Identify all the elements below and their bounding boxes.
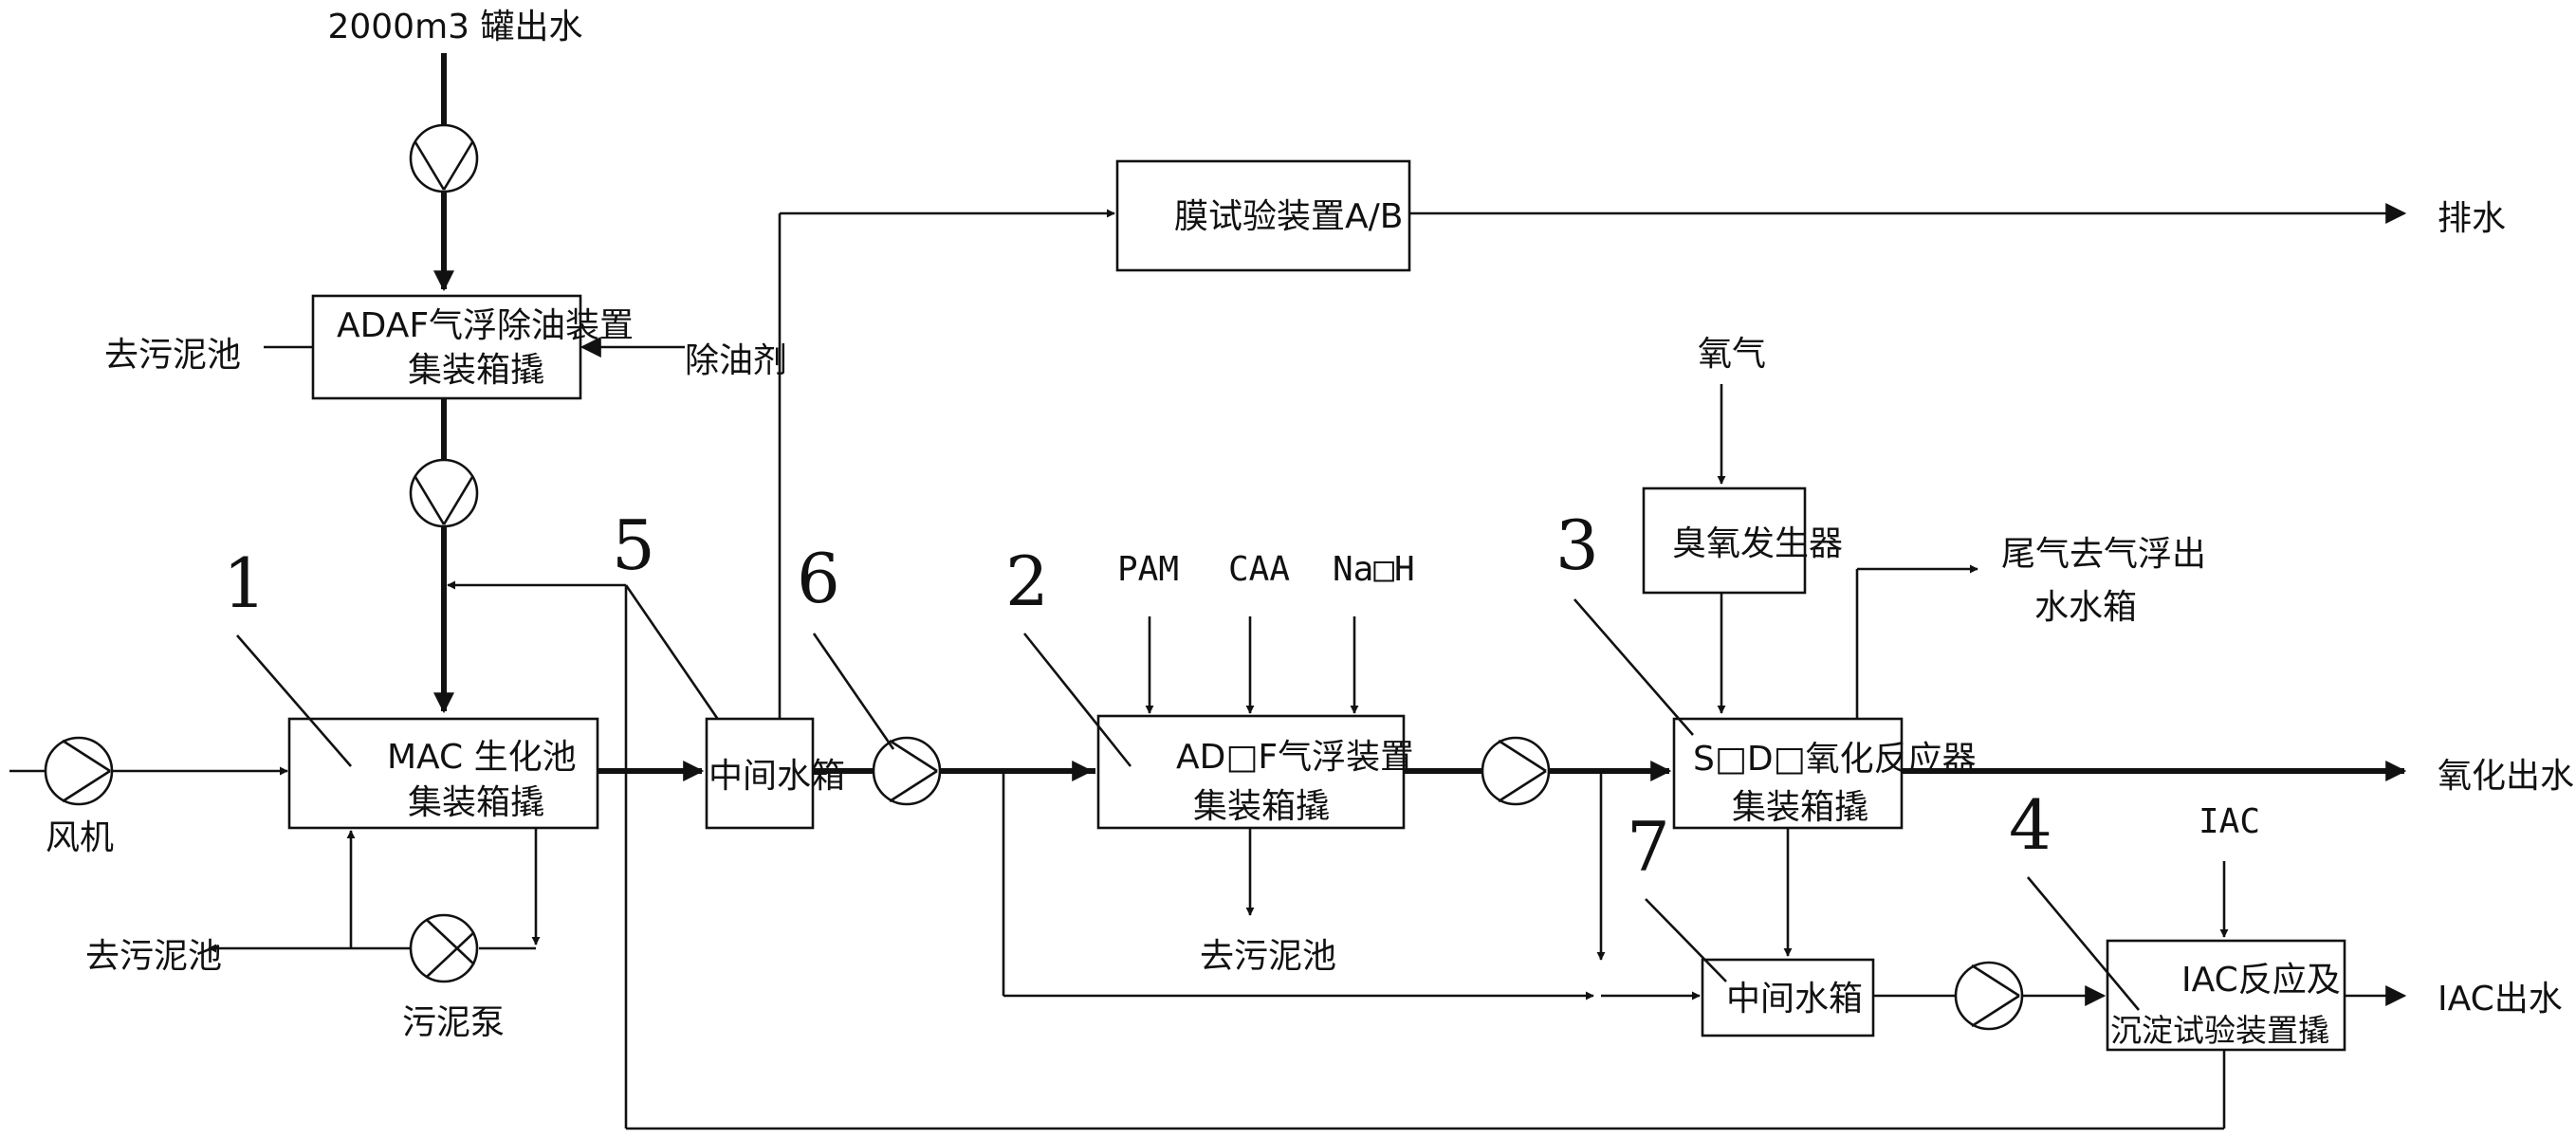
mac-label-line1: MAC 生化池 bbox=[387, 738, 577, 777]
sludge-pump-icon bbox=[409, 913, 479, 983]
caa-label: CAA bbox=[1228, 550, 1290, 589]
membrane-label: 膜试验装置A/B bbox=[1174, 197, 1403, 236]
iac-outlet-label: IAC出水 bbox=[2438, 980, 2563, 1019]
adof-label-line2: 集装箱撬 bbox=[1193, 787, 1330, 826]
leader-6 bbox=[812, 633, 895, 750]
discharge-label: 排水 bbox=[2438, 199, 2506, 238]
fan-label: 风机 bbox=[46, 818, 114, 857]
fan-icon bbox=[44, 736, 114, 806]
leader-4 bbox=[2027, 876, 2140, 1011]
sodo-unit bbox=[1672, 717, 1904, 830]
number-4: 4 bbox=[2009, 785, 2052, 865]
number-1: 1 bbox=[223, 543, 267, 623]
number-3: 3 bbox=[1555, 505, 1599, 585]
adof-pump-icon bbox=[1481, 736, 1551, 806]
oil-remover-label: 除油剂 bbox=[685, 341, 787, 380]
sludge-pool-label-1: 去污泥池 bbox=[104, 336, 241, 375]
sludge-pump-label: 污泥泵 bbox=[402, 1003, 505, 1042]
mid-tank-1 bbox=[705, 717, 815, 830]
adaf-label-line2: 集装箱撬 bbox=[408, 351, 544, 390]
iac-label-line1: IAC反应及 bbox=[2181, 961, 2341, 1000]
oxygen-label: 氧气 bbox=[1698, 335, 1766, 374]
adaf-unit bbox=[311, 294, 582, 400]
ozone-gen-label: 臭氧发生器 bbox=[1672, 524, 1843, 563]
number-7: 7 bbox=[1627, 807, 1670, 887]
iac-pump-icon bbox=[1954, 961, 2024, 1031]
feed-pump-icon bbox=[409, 123, 479, 193]
leader-2 bbox=[1022, 633, 1132, 767]
mac-unit bbox=[287, 717, 599, 830]
oxidation-outlet-label: 氧化出水 bbox=[2438, 757, 2574, 796]
sodo-label-line2: 集装箱撬 bbox=[1732, 788, 1868, 827]
recycle-line-5-diag bbox=[624, 584, 721, 722]
mid-tank-1-label: 中间水箱 bbox=[708, 757, 845, 796]
iac-label-line2: 沉淀试验装置撬 bbox=[2110, 1012, 2329, 1049]
leader-3 bbox=[1573, 598, 1694, 736]
leader-1 bbox=[236, 634, 352, 767]
adof-unit bbox=[1096, 714, 1406, 830]
adaf-label-line1: ADAF气浮除油装置 bbox=[337, 306, 634, 345]
pump-6-icon bbox=[872, 736, 942, 806]
adof-label-line1: AD□F气浮装置 bbox=[1176, 738, 1414, 777]
tail-gas-label-line2: 水水箱 bbox=[2034, 588, 2137, 627]
mac-label-line2: 集装箱撬 bbox=[408, 783, 544, 822]
tail-gas-label-line1: 尾气去气浮出 bbox=[2001, 535, 2206, 574]
adaf-pump-icon bbox=[409, 458, 479, 528]
iac-input-label: IAC bbox=[2199, 802, 2260, 841]
mid-tank-2-label: 中间水箱 bbox=[1726, 980, 1863, 1019]
pam-label: PAM bbox=[1117, 550, 1179, 589]
naoh-label: Na□H bbox=[1333, 550, 1415, 589]
sludge-pool-label-3: 去污泥池 bbox=[1200, 937, 1336, 976]
iac-unit bbox=[2106, 939, 2346, 1052]
number-6: 6 bbox=[797, 539, 840, 618]
leader-7 bbox=[1645, 898, 1727, 982]
number-2: 2 bbox=[1005, 541, 1049, 621]
number-5: 5 bbox=[612, 505, 655, 585]
mid-tank-2 bbox=[1701, 958, 1875, 1037]
sludge-pool-label-2: 去污泥池 bbox=[85, 937, 222, 976]
membrane-unit bbox=[1115, 159, 1411, 272]
tank-outlet-label: 2000m3 罐出水 bbox=[327, 8, 582, 46]
ozone-generator bbox=[1642, 486, 1807, 595]
